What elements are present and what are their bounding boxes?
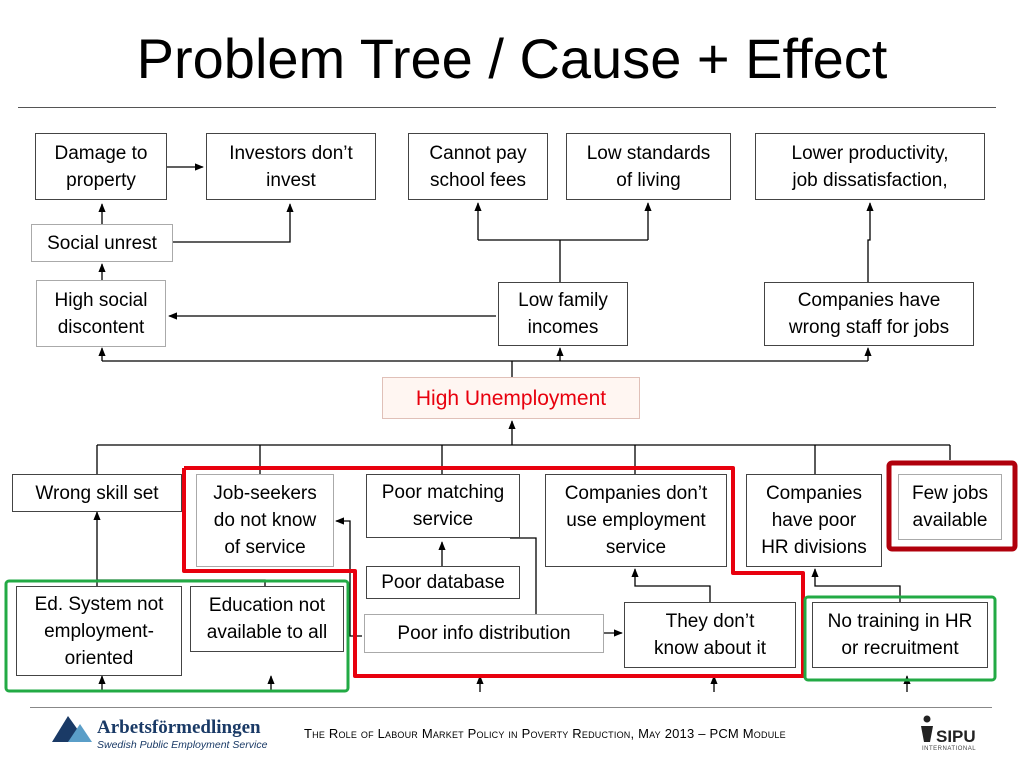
box-label: Companies don’t use employment service: [564, 483, 708, 558]
core-problem-high-unemployment: High Unemployment: [382, 377, 640, 419]
cause-no-training-in-hr: No training in HR or recruitment: [812, 602, 988, 668]
footer-divider: [30, 707, 992, 708]
box-label: Companies have wrong staff for jobs: [788, 290, 950, 338]
cause-companies-poor-hr: Companies have poor HR divisions: [746, 474, 882, 567]
green-highlight-right: [803, 595, 997, 682]
box-label: Cannot pay school fees: [429, 142, 527, 191]
box-label: Few jobs available: [911, 483, 989, 531]
cause-ed-system-not-oriented: Ed. System not employment- oriented: [16, 586, 182, 676]
effect-damage-to-property: Damage to property: [35, 133, 167, 200]
few-jobs-highlight: [886, 460, 1018, 552]
box-label: Low family incomes: [518, 290, 608, 338]
effect-investors-dont-invest: Investors don’t invest: [206, 133, 376, 200]
box-label: Poor info distribution: [397, 623, 571, 644]
box-label: Damage to property: [54, 142, 148, 191]
box-label: Companies have poor HR divisions: [761, 483, 867, 558]
box-label: Job-seekers do not know of service: [213, 483, 317, 558]
effect-cannot-pay-school-fees: Cannot pay school fees: [408, 133, 548, 200]
org-subtitle: Swedish Public Employment Service: [97, 739, 268, 751]
box-label: No training in HR or recruitment: [827, 611, 973, 659]
cause-job-seekers-do-not-know: Job-seekers do not know of service: [196, 474, 334, 567]
box-label: Low standards of living: [586, 142, 711, 191]
page-title: Problem Tree / Cause + Effect: [136, 27, 888, 90]
box-label: High social discontent: [54, 289, 148, 338]
effect-lower-productivity: Lower productivity, job dissatisfaction,: [755, 133, 985, 200]
box-label: Ed. System not employment- oriented: [34, 593, 164, 669]
cause-poor-database: Poor database: [366, 566, 520, 599]
cause-poor-info-distribution: Poor info distribution: [364, 614, 604, 653]
box-label: They don’t know about it: [654, 611, 766, 659]
footer-caption: The Role of Labour Market Policy in Pove…: [304, 726, 786, 741]
title-divider: [18, 107, 996, 108]
cause-they-dont-know: They don’t know about it: [624, 602, 796, 668]
arbetsformedlingen-logo-icon: [52, 716, 92, 742]
sipu-logo-subtext: INTERNATIONAL: [922, 746, 977, 752]
effect-low-family-incomes: Low family incomes: [498, 282, 628, 346]
box-label: High Unemployment: [415, 386, 607, 410]
sipu-figure-icon: [921, 715, 933, 742]
cause-poor-matching-service: Poor matching service: [366, 474, 520, 538]
box-label: Poor matching service: [381, 482, 505, 530]
sipu-logo-text: SIPU: [936, 727, 976, 746]
effect-low-standards-of-living: Low standards of living: [566, 133, 731, 200]
box-label: Social unrest: [47, 232, 157, 254]
box-label: Poor database: [381, 572, 505, 593]
effect-companies-have-wrong-staff: Companies have wrong staff for jobs: [764, 282, 974, 346]
box-label: Education not available to all: [206, 595, 328, 643]
effect-high-social-discontent: High social discontent: [36, 280, 166, 347]
org-name: Arbetsförmedlingen: [97, 717, 261, 738]
cause-wrong-skill-set: Wrong skill set: [12, 474, 182, 512]
box-label: Investors don’t invest: [229, 142, 353, 191]
cause-companies-dont-use-service: Companies don’t use employment service: [545, 474, 727, 567]
box-label: Lower productivity, job dissatisfaction,: [791, 142, 949, 191]
box-label: Wrong skill set: [35, 482, 159, 504]
red-highlight-outline: [182, 466, 805, 678]
green-highlight-left: [4, 579, 350, 693]
effect-social-unrest: Social unrest: [31, 224, 173, 262]
cause-education-not-available: Education not available to all: [190, 586, 344, 652]
cause-few-jobs-available: Few jobs available: [898, 474, 1002, 540]
